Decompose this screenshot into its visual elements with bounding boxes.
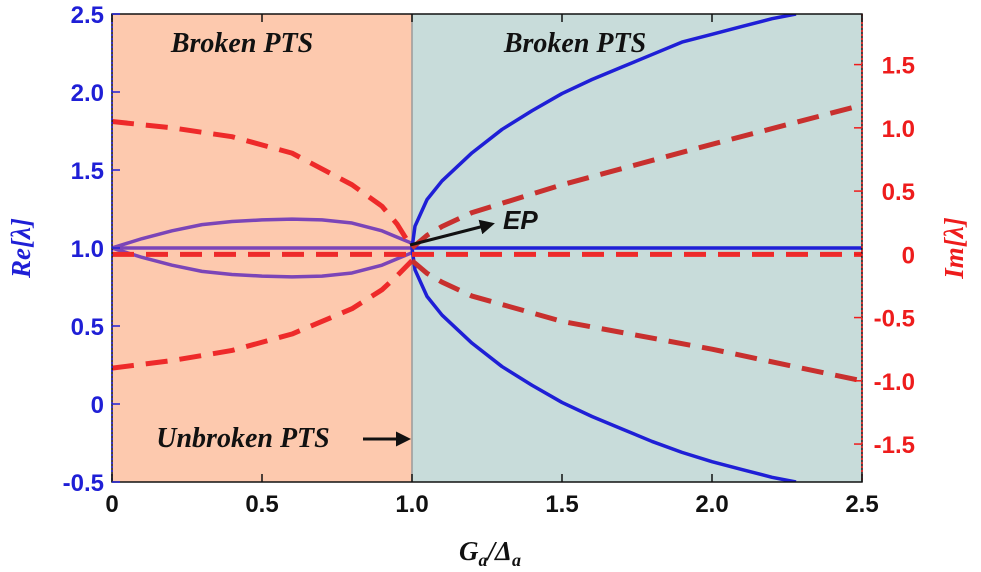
series-re_upper_purple: [112, 217, 413, 250]
y-left-tick-label-1: 0: [91, 392, 104, 419]
x-axis-label: Ga/Δa: [459, 536, 521, 570]
series-re_lower_purple: [112, 246, 413, 279]
series-im_lower_left: [112, 258, 414, 371]
y-left-tick-label-6: 2.5: [71, 2, 104, 29]
y-right-tick-label-1: -1.0: [874, 369, 915, 396]
y-right-tick-label-2: -0.5: [874, 306, 915, 333]
y-right-tick-label-0: -1.5: [874, 432, 915, 459]
y-left-tick-label-3: 1.0: [71, 236, 104, 263]
x-tick-label-5: 2.5: [845, 491, 878, 518]
x-tick-label-0: 0: [105, 491, 118, 518]
x-axis-label-slash: /Δ: [486, 536, 512, 566]
y-right-axis-label: Im[λ]: [939, 217, 969, 279]
x-axis-label-sub1: a: [479, 550, 488, 570]
ep-label: EP: [503, 205, 538, 235]
x-tick-label-4: 2.0: [695, 491, 728, 518]
ep-arrow: [409, 219, 495, 247]
region-title-right: Broken PTS: [503, 28, 646, 59]
x-tick-label-1: 0.5: [245, 491, 278, 518]
y-right-tick-label-6: 1.5: [882, 53, 915, 80]
series-im_upper_left: [112, 119, 415, 250]
series-re_lower_blue: [410, 247, 797, 482]
y-left-tick-label-4: 1.5: [71, 158, 104, 185]
series-im_upper_right: [410, 102, 862, 250]
series-group: [112, 14, 862, 482]
series-re_upper_blue: [410, 14, 797, 249]
x-axis-label-main: G: [459, 536, 479, 566]
unbroken-label: Unbroken PTS: [156, 423, 329, 454]
x-tick-label-2: 1.0: [395, 491, 428, 518]
y-right-tick-label-4: 0.5: [882, 179, 915, 206]
series-im_lower_right: [410, 258, 862, 384]
y-left-tick-label-0: -0.5: [63, 470, 104, 497]
y-right-tick-label-5: 1.0: [882, 116, 915, 143]
x-tick-label-3: 1.5: [545, 491, 578, 518]
y-left-tick-label-2: 0.5: [71, 314, 104, 341]
x-axis-label-sub2: a: [512, 550, 521, 570]
region-title-left: Broken PTS: [170, 28, 313, 59]
y-right-tick-label-3: 0: [902, 242, 915, 269]
y-left-axis-label: Re[λ]: [6, 218, 36, 279]
y-left-tick-label-5: 2.0: [71, 80, 104, 107]
